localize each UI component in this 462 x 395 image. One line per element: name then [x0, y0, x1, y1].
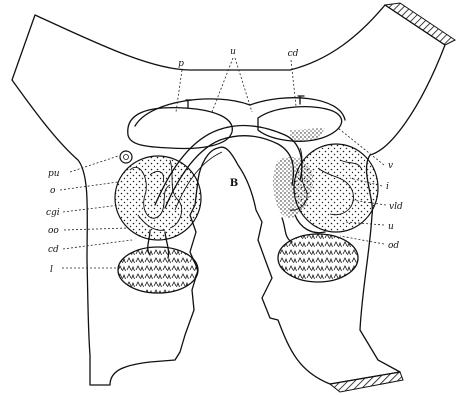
label-p: p	[178, 59, 184, 69]
label-B: B	[230, 178, 238, 189]
left-lower-oval	[118, 247, 198, 293]
label-vld: vld	[389, 202, 403, 212]
cut-edge-upper-right	[385, 3, 455, 45]
label-l: l	[50, 265, 53, 275]
label-u-right: u	[388, 222, 394, 232]
label-cgi: cgi	[46, 208, 60, 218]
label-o: o	[50, 186, 56, 196]
label-v: v	[388, 161, 393, 171]
left-top-loop	[128, 108, 233, 149]
label-u-top: u	[230, 47, 236, 57]
label-cd-left: cd	[48, 245, 59, 255]
cut-edge-lower-right	[330, 372, 403, 392]
label-i: i	[386, 182, 389, 192]
label-cd-top: cd	[288, 49, 299, 59]
left-small-circle	[120, 151, 132, 163]
body-outline	[12, 5, 445, 385]
label-oo: oo	[48, 226, 59, 236]
label-pu: pu	[48, 169, 60, 179]
label-od: od	[388, 241, 399, 251]
